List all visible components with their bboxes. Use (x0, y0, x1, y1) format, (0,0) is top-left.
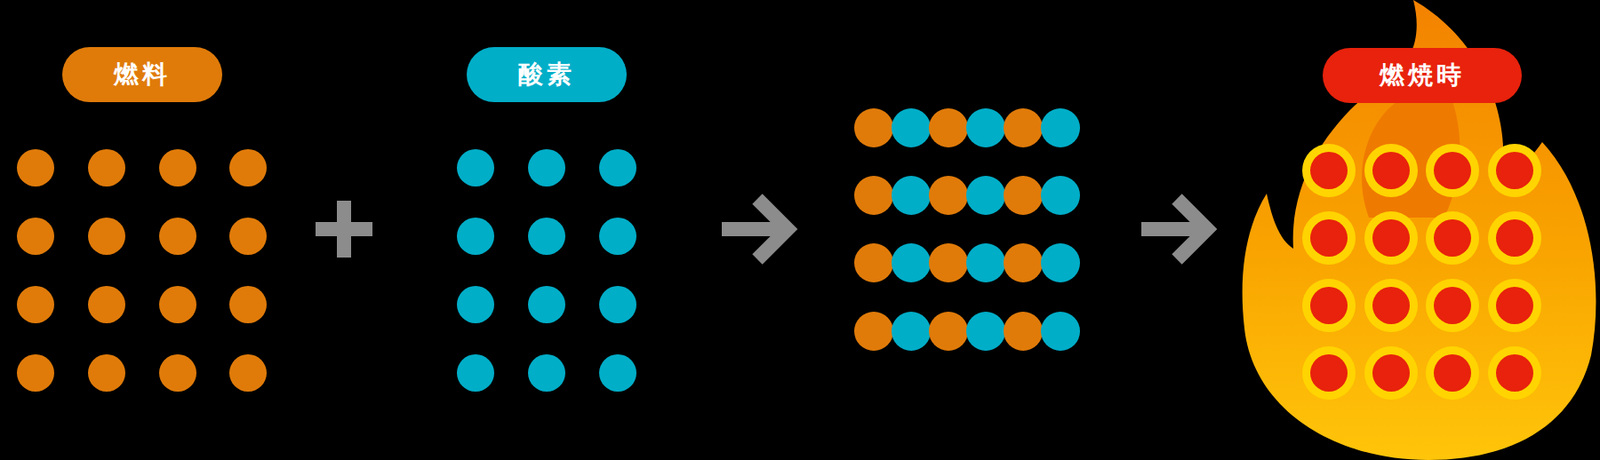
fuel-dot (928, 108, 968, 148)
oxygen-dot (599, 354, 637, 392)
arrow-shaft (1141, 222, 1200, 237)
oxygen-dot (891, 176, 931, 216)
arrow-symbol (721, 199, 788, 260)
fuel-dot (928, 243, 968, 283)
pill-label: 燃焼時 (1379, 60, 1465, 91)
fuel-dot (854, 312, 894, 352)
oxygen-dot (1040, 108, 1080, 148)
fuel-dot (88, 217, 126, 256)
fuel-dot (159, 354, 197, 392)
fuel-dot (16, 286, 55, 324)
fuel-dot (229, 149, 267, 187)
oxygen-dot (456, 149, 495, 187)
fuel-dot (229, 354, 267, 392)
fuel-dot (1003, 312, 1043, 352)
oxygen-dot (528, 217, 566, 256)
fuel-dot (854, 176, 894, 216)
burning-dot (1425, 211, 1480, 265)
oxygen-dot (599, 149, 637, 187)
fuel-dot (854, 108, 894, 148)
burning-dot (1488, 279, 1542, 333)
oxygen-dot (528, 354, 566, 392)
fuel-dot (928, 312, 968, 352)
oxygen-dot (891, 243, 931, 283)
burning-dot (1302, 279, 1356, 333)
plus-bar (336, 200, 352, 258)
fuel-dot (16, 149, 55, 187)
burning-dot (1425, 279, 1480, 333)
arrow-symbol (1141, 199, 1208, 260)
oxygen-dot (1040, 243, 1080, 283)
plus-sign (315, 200, 373, 258)
oxygen-dots (456, 149, 637, 392)
fuel-dot (1003, 176, 1043, 216)
label-pill: 酸素 (466, 47, 627, 103)
oxygen-dot (891, 108, 931, 148)
fuel-dot (1003, 243, 1043, 283)
oxygen-dot (528, 149, 566, 187)
oxygen-dot (1040, 312, 1080, 352)
oxygen-dot (966, 108, 1006, 148)
oxygen-dot (456, 286, 495, 324)
arrow-shaft (721, 222, 781, 237)
burning-dot (1364, 211, 1418, 265)
burning-dot (1488, 144, 1542, 198)
fuel-dot (928, 176, 968, 216)
oxygen-dot (456, 354, 495, 392)
fuel-dot (88, 286, 126, 324)
oxygen-dot (966, 312, 1006, 352)
pill-label: 酸素 (518, 59, 576, 90)
fuel-dot (88, 149, 126, 187)
fuel-dot (229, 217, 267, 256)
fuel-dot (16, 217, 55, 256)
burning-dots (1302, 144, 1542, 400)
burning-dot (1364, 279, 1418, 333)
burning-dot (1364, 346, 1418, 400)
arrow-head (757, 199, 788, 260)
burning-dot (1425, 346, 1480, 400)
oxygen-dot (1040, 176, 1080, 216)
oxygen-dot (891, 312, 931, 352)
oxygen-dot (528, 286, 566, 324)
fuel-dot (159, 217, 197, 256)
fuel-dot (159, 149, 197, 187)
fuel-dot (159, 286, 197, 324)
arrow-head (1176, 199, 1208, 260)
burning-dot (1302, 144, 1356, 198)
fuel-dot (1003, 108, 1043, 148)
burning-dot (1364, 144, 1418, 198)
burning-dot (1302, 346, 1356, 400)
oxygen-dot (966, 176, 1006, 216)
fuel-dot (16, 354, 55, 392)
fuel-dot (88, 354, 126, 392)
burning-dot (1425, 144, 1480, 198)
label-pill: 燃焼時 (1322, 48, 1522, 104)
oxygen-dot (456, 217, 495, 256)
label-pill: 燃料 (62, 47, 223, 103)
fuel-dot (229, 286, 267, 324)
mixed-dots (854, 108, 1080, 352)
burning-dot (1488, 211, 1542, 265)
fuel-dot (854, 243, 894, 283)
pill-label: 燃料 (113, 59, 171, 90)
oxygen-dot (966, 243, 1006, 283)
flame (1242, 0, 1597, 460)
burning-dot (1302, 211, 1356, 265)
oxygen-dot (599, 217, 637, 256)
fuel-dots (16, 149, 267, 392)
oxygen-dot (599, 286, 637, 324)
burning-dot (1488, 346, 1542, 400)
